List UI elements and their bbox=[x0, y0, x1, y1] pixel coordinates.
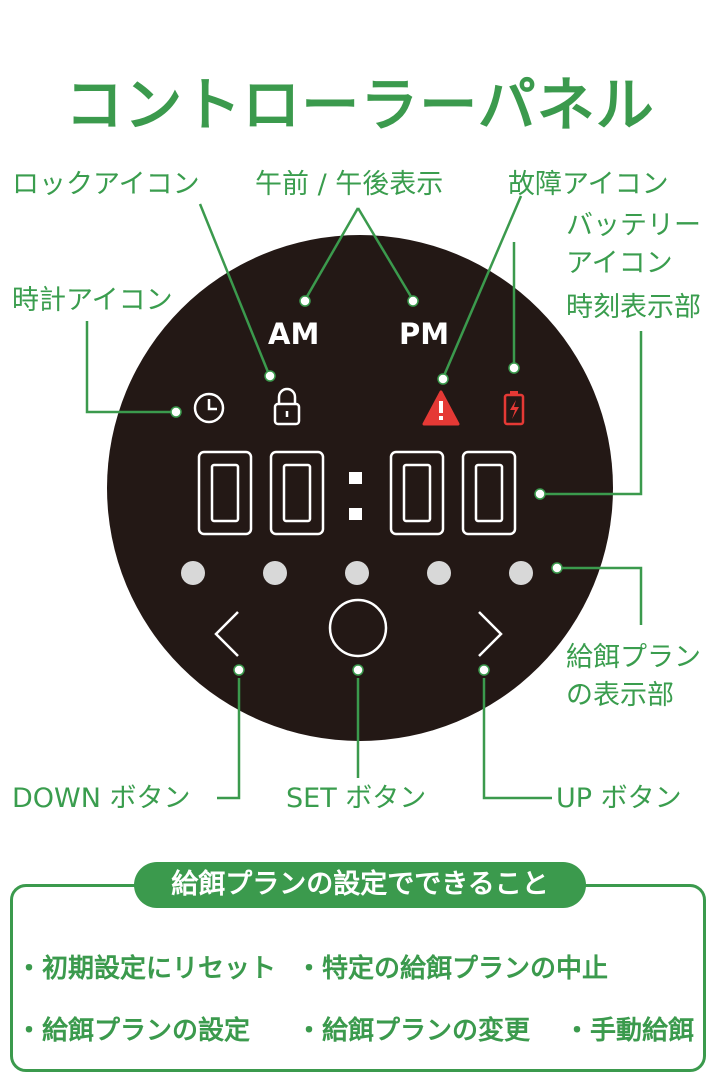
time-colon bbox=[349, 472, 362, 520]
up-button[interactable] bbox=[478, 611, 503, 657]
digit-4 bbox=[461, 450, 517, 536]
feature-item: ・給餌プランの変更 bbox=[296, 1016, 531, 1046]
am-indicator: AM bbox=[268, 317, 320, 351]
label-plan-display-2: の表示部 bbox=[566, 680, 674, 711]
time-digits bbox=[197, 450, 517, 536]
label-am-pm: 午前 / 午後表示 bbox=[255, 169, 444, 200]
label-lock-icon: ロックアイコン bbox=[12, 169, 200, 200]
warning-icon bbox=[422, 390, 460, 426]
feature-item: ・給餌プランの設定 bbox=[16, 1016, 251, 1046]
feature-item: ・初期設定にリセット bbox=[16, 954, 277, 984]
feature-item: ・手動給餌 bbox=[564, 1016, 695, 1046]
label-set-button: SET ボタン bbox=[286, 783, 427, 814]
down-button[interactable] bbox=[214, 611, 239, 657]
label-time-display: 時刻表示部 bbox=[566, 292, 701, 323]
label-battery-icon-2: アイコン bbox=[566, 248, 673, 279]
label-fault-icon: 故障アイコン bbox=[508, 169, 669, 200]
leader-lines bbox=[85, 195, 643, 800]
digit-1 bbox=[197, 450, 253, 536]
plan-dot bbox=[181, 561, 205, 585]
label-clock-icon: 時計アイコン bbox=[12, 285, 173, 316]
plan-dot bbox=[427, 561, 451, 585]
plan-dot bbox=[509, 561, 533, 585]
plan-dots bbox=[181, 561, 533, 585]
label-battery-icon-1: バッテリー bbox=[566, 210, 701, 241]
battery-icon bbox=[503, 391, 525, 426]
leader-dots bbox=[170, 295, 563, 676]
digit-3 bbox=[389, 450, 445, 536]
clock-icon bbox=[193, 392, 225, 424]
features-heading: 給餌プランの設定でできること bbox=[134, 862, 586, 908]
page-title: コントローラーパネル bbox=[65, 71, 655, 139]
panel-body bbox=[107, 235, 613, 741]
label-up-button: UP ボタン bbox=[556, 783, 682, 814]
plan-dot bbox=[345, 561, 369, 585]
feature-item: ・特定の給餌プランの中止 bbox=[296, 954, 609, 984]
set-button[interactable] bbox=[328, 598, 388, 658]
pm-indicator: PM bbox=[399, 317, 450, 351]
label-plan-display-1: 給餌プラン bbox=[566, 642, 701, 673]
lock-icon bbox=[273, 387, 301, 426]
plan-dot bbox=[263, 561, 287, 585]
digit-2 bbox=[269, 450, 325, 536]
label-down-button: DOWN ボタン bbox=[12, 783, 191, 814]
